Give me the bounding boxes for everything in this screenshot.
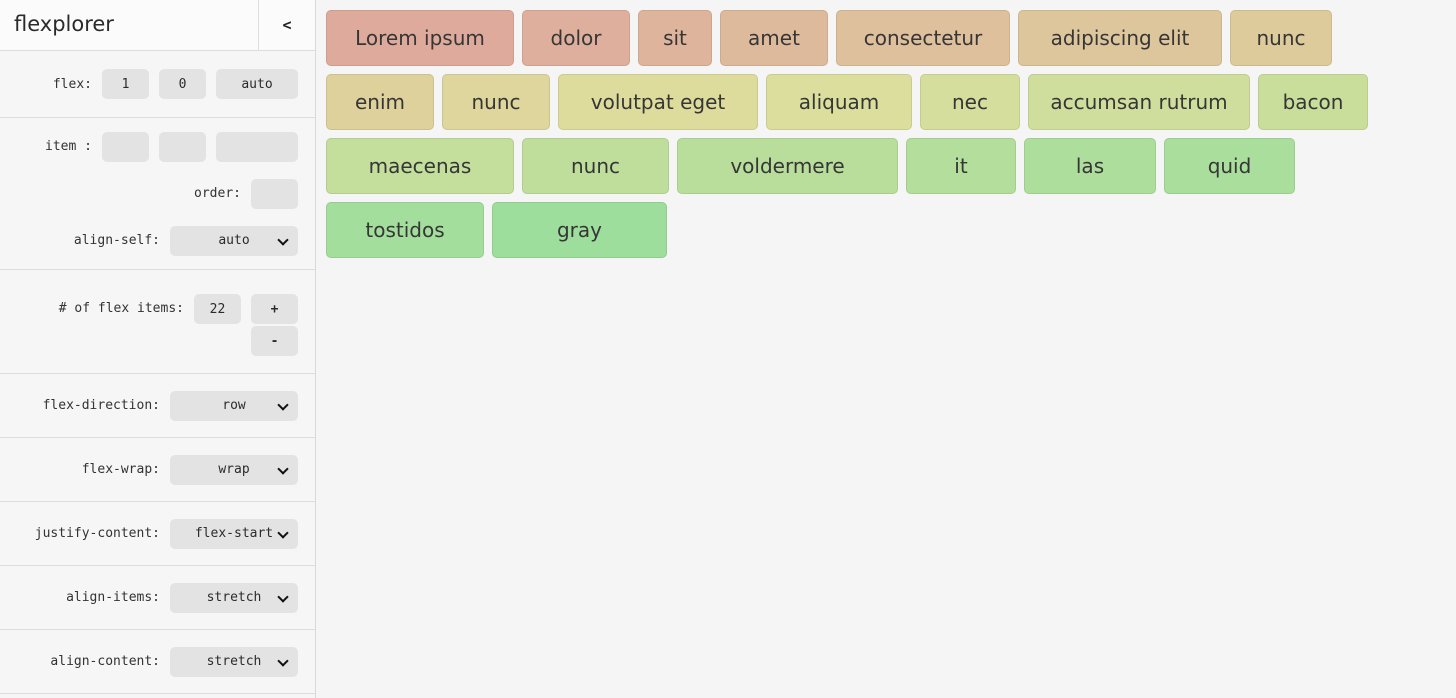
chevron-left-icon: <: [282, 16, 292, 34]
sidebar: flexplorer < flex: item : order: align-s…: [0, 0, 316, 698]
section-align-content: align-content: stretch: [0, 630, 315, 694]
flex-item[interactable]: accumsan rutrum: [1028, 74, 1250, 130]
item-count-label: # of flex items:: [58, 301, 184, 316]
flex-item[interactable]: nunc: [522, 138, 669, 194]
section-align-items: align-items: stretch: [0, 566, 315, 630]
flex-item[interactable]: bacon: [1258, 74, 1368, 130]
collapse-sidebar-button[interactable]: <: [258, 0, 315, 50]
item-label: item :: [45, 139, 92, 154]
align-items-select[interactable]: stretch: [170, 582, 298, 613]
item-count-input[interactable]: [194, 294, 241, 324]
flex-item[interactable]: Lorem ipsum: [326, 10, 514, 66]
flex-item[interactable]: it: [906, 138, 1016, 194]
justify-content-value: flex-start: [194, 526, 274, 541]
flex-direction-label: flex-direction:: [42, 398, 160, 413]
add-item-button[interactable]: +: [251, 294, 298, 324]
flex-item[interactable]: las: [1024, 138, 1156, 194]
flex-wrap-label: flex-wrap:: [81, 462, 160, 477]
flex-item[interactable]: nec: [920, 74, 1020, 130]
item-flex-grow-input[interactable]: [102, 131, 149, 162]
flex-item[interactable]: adipiscing elit: [1018, 10, 1222, 66]
justify-content-select[interactable]: flex-start: [170, 518, 298, 549]
chevron-down-icon: [277, 233, 289, 246]
section-flex-wrap: flex-wrap: wrap: [0, 438, 315, 502]
chevron-down-icon: [277, 590, 289, 603]
align-content-label: align-content:: [50, 654, 160, 669]
minus-icon: -: [270, 333, 279, 349]
flex-wrap-value: wrap: [218, 462, 250, 477]
flex-label: flex:: [52, 76, 92, 92]
flex-grow-input[interactable]: [102, 69, 149, 99]
chevron-down-icon: [277, 654, 289, 667]
remove-item-button[interactable]: -: [251, 326, 298, 356]
flex-item[interactable]: volutpat eget: [558, 74, 758, 130]
flex-item[interactable]: quid: [1164, 138, 1295, 194]
sidebar-header: flexplorer <: [0, 0, 315, 51]
align-self-label: align-self:: [73, 233, 160, 248]
align-self-select[interactable]: auto: [170, 225, 298, 256]
order-label: order:: [194, 186, 241, 201]
align-items-label: align-items:: [66, 590, 160, 605]
chevron-down-icon: [277, 398, 289, 411]
flex-basis-input[interactable]: [216, 69, 298, 99]
app-title: flexplorer: [14, 12, 114, 36]
flex-item[interactable]: amet: [720, 10, 828, 66]
justify-content-label: justify-content:: [34, 526, 160, 541]
align-items-value: stretch: [206, 590, 262, 605]
flex-direction-select[interactable]: row: [170, 390, 298, 421]
item-flex-basis-input[interactable]: [216, 131, 298, 162]
chevron-down-icon: [277, 526, 289, 539]
flex-item[interactable]: tostidos: [326, 202, 484, 258]
align-self-value: auto: [218, 233, 250, 248]
flex-item[interactable]: maecenas: [326, 138, 514, 194]
flex-item[interactable]: enim: [326, 74, 434, 130]
align-content-value: stretch: [206, 654, 262, 669]
section-item-count: # of flex items: + -: [0, 270, 315, 374]
plus-icon: +: [270, 301, 279, 317]
order-input[interactable]: [251, 178, 298, 209]
flex-item[interactable]: sit: [638, 10, 712, 66]
item-flex-shrink-input[interactable]: [159, 131, 206, 162]
section-flex: flex:: [0, 51, 315, 118]
flex-item[interactable]: aliquam: [766, 74, 912, 130]
align-content-select[interactable]: stretch: [170, 646, 298, 677]
flex-item[interactable]: nunc: [1230, 10, 1332, 66]
flex-item[interactable]: nunc: [442, 74, 550, 130]
section-flex-direction: flex-direction: row: [0, 374, 315, 438]
section-justify-content: justify-content: flex-start: [0, 502, 315, 566]
flex-item[interactable]: voldermere: [677, 138, 898, 194]
flex-wrap-select[interactable]: wrap: [170, 454, 298, 485]
flex-direction-value: row: [222, 398, 246, 413]
flex-item[interactable]: gray: [492, 202, 667, 258]
section-item: item : order: align-self: auto: [0, 118, 315, 270]
flex-item[interactable]: dolor: [522, 10, 630, 66]
flex-item[interactable]: consectetur: [836, 10, 1010, 66]
chevron-down-icon: [277, 462, 289, 475]
flex-shrink-input[interactable]: [159, 69, 206, 99]
